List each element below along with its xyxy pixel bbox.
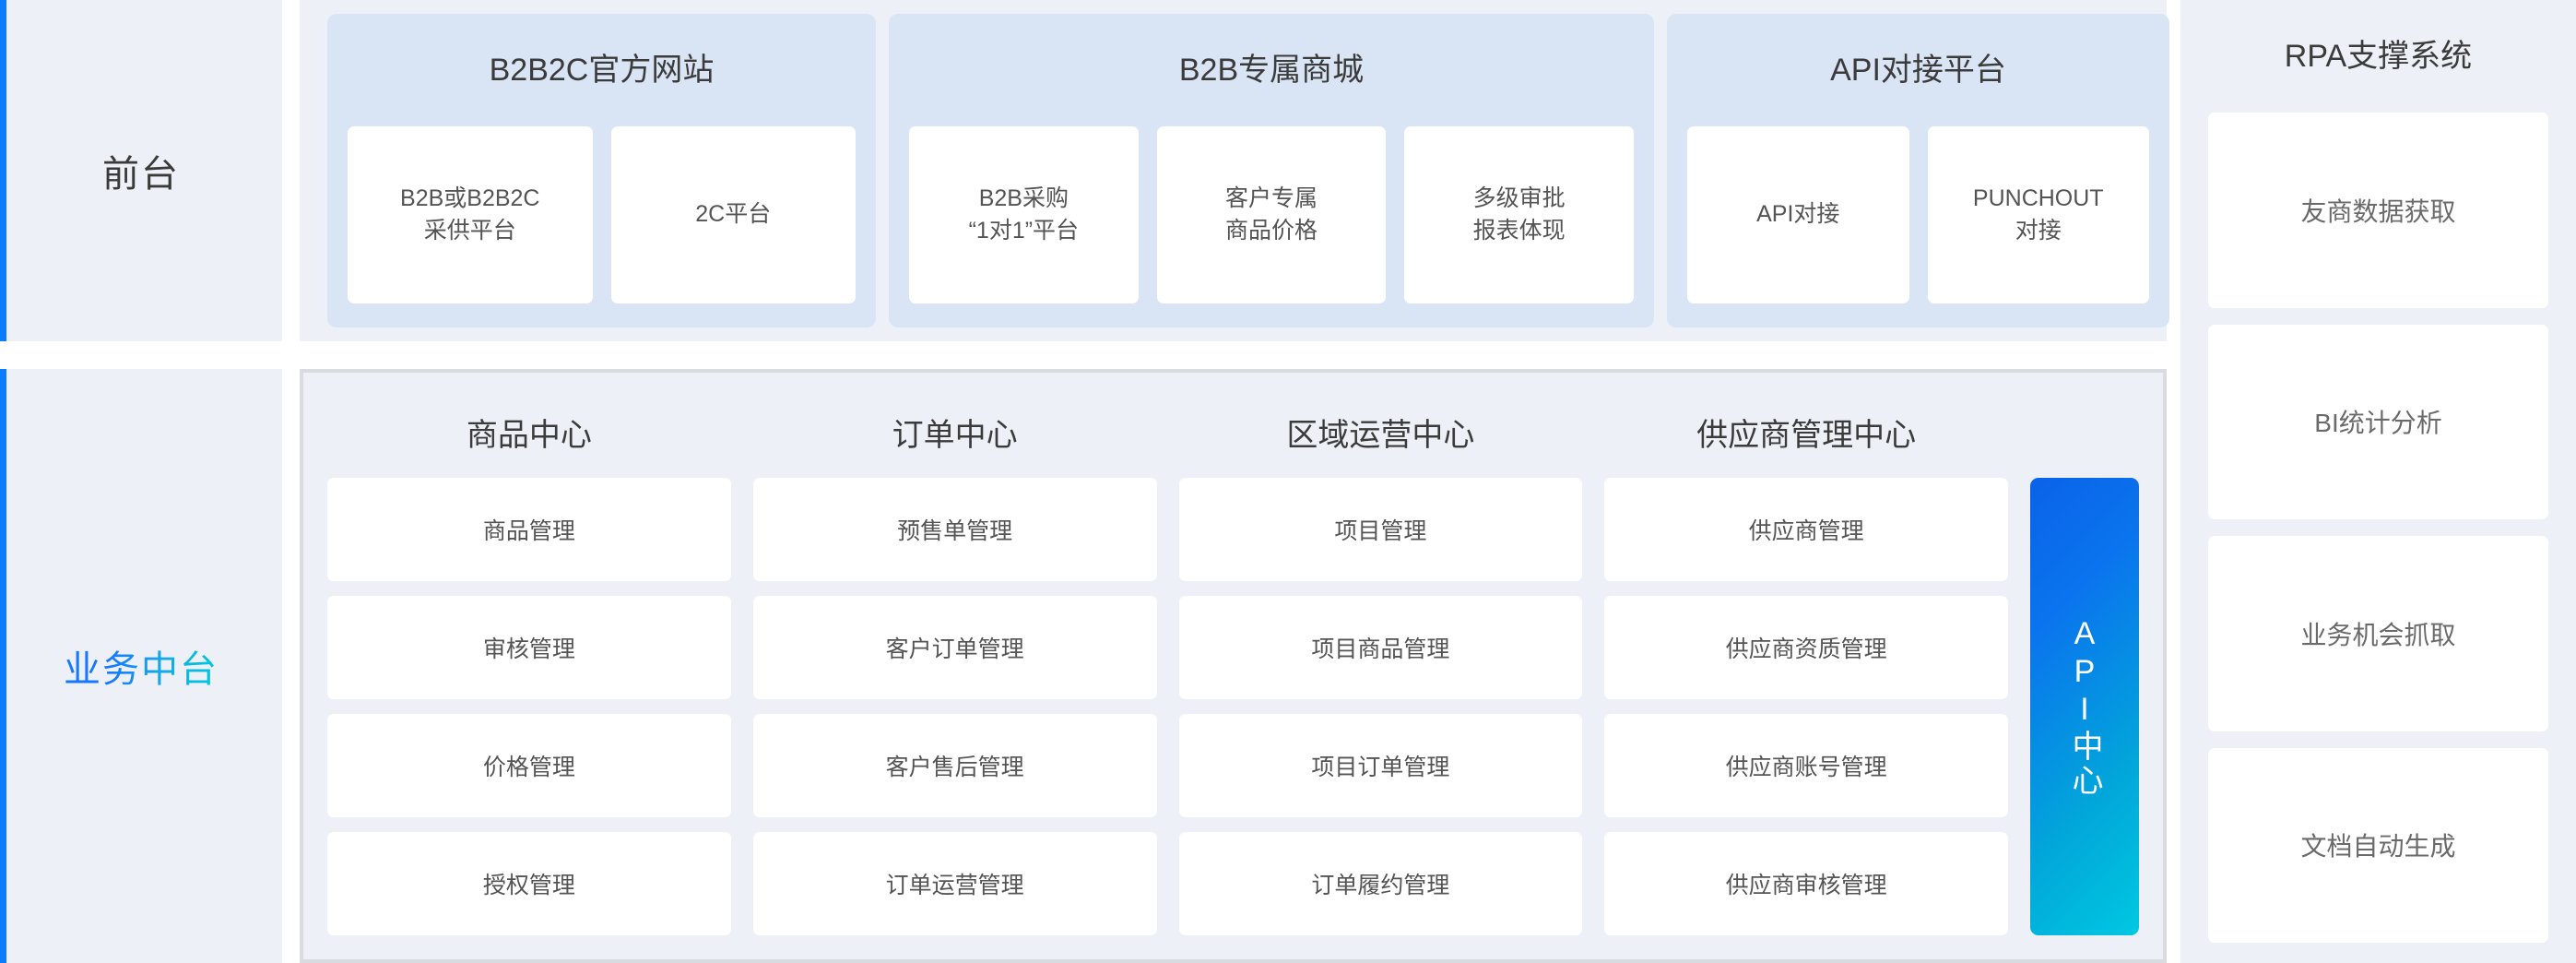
center-card[interactable]: 订单运营管理 bbox=[752, 832, 1157, 935]
rpa-card[interactable]: 业务机会抓取 bbox=[2208, 536, 2548, 731]
center-items: 供应商管理 供应商资质管理 供应商账号管理 供应商审核管理 bbox=[1604, 478, 2008, 935]
center-column-supplier: 供应商管理中心 供应商管理 供应商资质管理 供应商账号管理 供应商审核管理 bbox=[1604, 393, 2008, 935]
center-card[interactable]: 项目订单管理 bbox=[1178, 714, 1583, 817]
center-card[interactable]: 供应商账号管理 bbox=[1604, 714, 2008, 817]
center-card[interactable]: 项目商品管理 bbox=[1178, 596, 1583, 699]
center-card[interactable]: 客户售后管理 bbox=[752, 714, 1157, 817]
center-items: 项目管理 项目商品管理 项目订单管理 订单履约管理 bbox=[1178, 478, 1583, 935]
sub-card[interactable]: 客户专属商品价格 bbox=[1156, 126, 1387, 303]
group-card-b2b-mall[interactable]: B2B专属商城 B2B采购“1对1”平台 客户专属商品价格 多级审批报表体现 bbox=[889, 14, 1654, 327]
center-card[interactable]: 客户订单管理 bbox=[752, 596, 1157, 699]
rpa-title: RPA支撑系统 bbox=[2284, 39, 2473, 74]
center-items: 商品管理 审核管理 价格管理 授权管理 bbox=[327, 478, 731, 935]
business-middle-row: 商品中心 商品管理 审核管理 价格管理 授权管理 订单中心 预售单管理 客户订单… bbox=[300, 369, 2167, 963]
center-column-order: 订单中心 预售单管理 客户订单管理 客户售后管理 订单运营管理 bbox=[752, 393, 1157, 935]
rpa-card[interactable]: 友商数据获取 bbox=[2208, 113, 2548, 308]
center-card[interactable]: 预售单管理 bbox=[752, 478, 1157, 581]
group-items: B2B采购“1对1”平台 客户专属商品价格 多级审批报表体现 bbox=[909, 126, 1635, 327]
center-card[interactable]: 授权管理 bbox=[327, 832, 731, 935]
rpa-items: 友商数据获取 BI统计分析 业务机会抓取 文档自动生成 bbox=[2208, 113, 2548, 943]
center-card[interactable]: 订单履约管理 bbox=[1178, 832, 1583, 935]
group-title: B2B专属商城 bbox=[1178, 53, 1365, 88]
group-title: API对接平台 bbox=[1830, 53, 2006, 88]
center-title: 商品中心 bbox=[466, 418, 592, 453]
center-card[interactable]: 审核管理 bbox=[327, 596, 731, 699]
sub-card[interactable]: 多级审批报表体现 bbox=[1404, 126, 1635, 303]
center-card[interactable]: 项目管理 bbox=[1178, 478, 1583, 581]
center-title: 区域运营中心 bbox=[1286, 418, 1475, 453]
center-card[interactable]: 供应商管理 bbox=[1604, 478, 2008, 581]
center-title: 订单中心 bbox=[892, 418, 1018, 453]
api-center-bar[interactable]: API中心 bbox=[2030, 478, 2139, 935]
center-column-region: 区域运营中心 项目管理 项目商品管理 项目订单管理 订单履约管理 bbox=[1178, 393, 1583, 935]
center-title: 供应商管理中心 bbox=[1696, 418, 1917, 453]
rpa-support-column: RPA支撑系统 友商数据获取 BI统计分析 业务机会抓取 文档自动生成 bbox=[2180, 0, 2576, 963]
business-middle-label: 业务中台 bbox=[64, 639, 219, 693]
sub-card[interactable]: API对接 bbox=[1687, 126, 1909, 303]
center-column-product: 商品中心 商品管理 审核管理 价格管理 授权管理 bbox=[327, 393, 731, 935]
center-card[interactable]: 价格管理 bbox=[327, 714, 731, 817]
layer-label-front-office: 前台 bbox=[0, 0, 282, 341]
sub-card[interactable]: 2C平台 bbox=[610, 126, 856, 303]
api-center-label: API中心 bbox=[2067, 615, 2103, 798]
layer-label-business-middle: 业务中台 bbox=[0, 369, 282, 963]
sub-card[interactable]: B2B采购“1对1”平台 bbox=[909, 126, 1139, 303]
rpa-card[interactable]: BI统计分析 bbox=[2208, 324, 2548, 519]
center-card[interactable]: 商品管理 bbox=[327, 478, 731, 581]
center-items: 预售单管理 客户订单管理 客户售后管理 订单运营管理 bbox=[752, 478, 1157, 935]
group-title: B2B2C官方网站 bbox=[489, 53, 715, 88]
center-card[interactable]: 供应商资质管理 bbox=[1604, 596, 2008, 699]
rpa-card[interactable]: 文档自动生成 bbox=[2208, 747, 2548, 943]
front-office-label: 前台 bbox=[102, 154, 180, 195]
center-card[interactable]: 供应商审核管理 bbox=[1604, 832, 2008, 935]
